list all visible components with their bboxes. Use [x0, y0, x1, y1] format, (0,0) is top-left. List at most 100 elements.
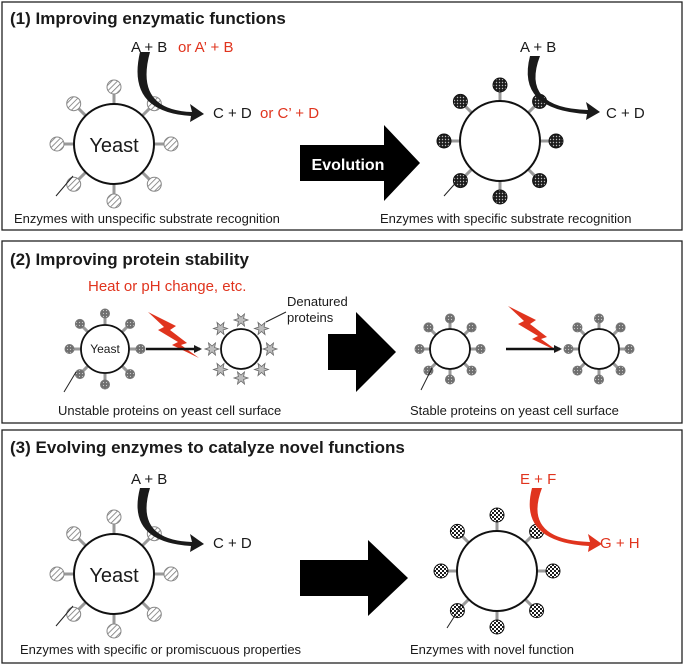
yeast-label-small: Yeast — [90, 342, 120, 356]
enzyme — [49, 566, 65, 582]
enzyme-ring-stable-2 — [563, 313, 635, 385]
enzyme — [563, 344, 574, 354]
yeast-cell-stable-1 — [429, 328, 471, 370]
enzyme — [449, 603, 465, 619]
enzyme — [66, 176, 82, 192]
enzyme-stem — [612, 362, 619, 369]
enzyme-stem — [141, 537, 151, 547]
substrate-left-3: A + B — [131, 471, 167, 488]
enzyme — [163, 136, 179, 152]
enzyme-ring-promiscuous — [49, 509, 179, 639]
enzyme-stem — [524, 535, 533, 544]
enzyme — [423, 365, 434, 376]
reaction-arrow-novel — [529, 488, 602, 552]
denatured-protein — [212, 321, 229, 336]
enzyme-stem — [141, 601, 151, 611]
stress-label: Heat or pH change, etc. — [88, 278, 246, 295]
enzyme — [106, 509, 122, 525]
substrate-novel: E + F — [520, 471, 556, 488]
product-left-alt: or C’ + D — [260, 105, 319, 122]
enzyme — [125, 369, 136, 380]
enzyme — [49, 136, 65, 152]
enzyme-ring-novel — [433, 507, 561, 635]
panel-1-border — [1, 1, 683, 231]
enzyme — [492, 189, 508, 205]
enzyme-stem — [82, 364, 90, 372]
enzyme-stem — [464, 105, 473, 114]
caption-specific: Enzymes with specific substrate recognit… — [380, 211, 631, 226]
evolution-label: Evolution — [312, 157, 385, 174]
enzyme — [423, 322, 434, 333]
yeast-cell-left — [73, 103, 155, 185]
enzyme — [489, 507, 505, 523]
caption-promiscuous: Enzymes with specific or promiscuous pro… — [20, 642, 302, 657]
enzyme — [100, 308, 110, 319]
enzyme-stem — [141, 171, 151, 181]
enzyme — [615, 365, 626, 376]
panel-3-title: (3) Evolving enzymes to catalyze novel f… — [10, 438, 405, 457]
enzyme — [163, 566, 179, 582]
enzyme — [529, 603, 545, 619]
enzyme — [414, 344, 425, 354]
enzyme — [74, 318, 85, 329]
enzyme — [466, 365, 477, 376]
enzyme — [475, 344, 486, 354]
enzyme — [615, 322, 626, 333]
enzyme — [492, 77, 508, 93]
enzyme — [452, 93, 468, 109]
enzyme — [445, 313, 455, 324]
denatured-protein — [232, 312, 250, 328]
enzyme-stem — [461, 598, 470, 607]
yeast-cell-stable-2 — [578, 328, 620, 370]
yeast-cell-right-3 — [456, 530, 538, 612]
enzyme — [489, 619, 505, 635]
enzyme-stem — [461, 535, 470, 544]
denatured-protein — [253, 362, 270, 377]
reaction-arrow-left — [137, 52, 204, 122]
enzyme — [572, 365, 583, 376]
enzyme — [594, 374, 604, 385]
enzyme — [433, 563, 449, 579]
yeast-cell-right — [459, 100, 541, 182]
enzyme-stem — [524, 598, 533, 607]
evolution-arrow-3 — [300, 540, 408, 616]
yeast-cell-small — [80, 324, 130, 374]
enzyme — [125, 318, 136, 329]
panel-2-title: (2) Improving protein stability — [10, 250, 250, 269]
enzyme-stem — [579, 329, 586, 336]
enzyme — [66, 526, 82, 542]
enzyme — [452, 173, 468, 189]
enzyme-stem — [77, 107, 87, 117]
enzyme — [100, 379, 110, 390]
enzyme-stem — [464, 168, 473, 177]
product-left: C + D — [213, 105, 252, 122]
panel-1: (1) Improving enzymatic functions Yeast … — [1, 1, 683, 231]
enzyme — [532, 173, 548, 189]
caption-novel: Enzymes with novel function — [410, 642, 574, 657]
enzyme-stem — [527, 105, 536, 114]
enzyme — [545, 563, 561, 579]
panel-2-border — [1, 240, 683, 424]
enzyme-stem — [120, 326, 128, 334]
yeast-cell-denatured — [220, 328, 262, 370]
enzyme — [624, 344, 635, 354]
enzyme — [106, 193, 122, 209]
yeast-cell-left-3 — [73, 533, 155, 615]
enzyme — [135, 344, 146, 354]
enzyme — [74, 369, 85, 380]
enzyme-stem — [77, 601, 87, 611]
substrate-left: A + B — [131, 39, 167, 56]
enzyme — [445, 374, 455, 385]
enzyme-stem — [579, 362, 586, 369]
enzyme — [64, 344, 75, 354]
lightning-bolt-right — [508, 306, 559, 352]
enzyme-stem — [527, 168, 536, 177]
product-novel: G + H — [600, 535, 640, 552]
yeast-label: Yeast — [89, 135, 139, 157]
enzyme-stem — [430, 362, 437, 369]
enzyme — [66, 606, 82, 622]
enzyme — [146, 606, 162, 622]
enzyme — [594, 313, 604, 324]
reaction-arrow-left-3 — [137, 488, 204, 552]
